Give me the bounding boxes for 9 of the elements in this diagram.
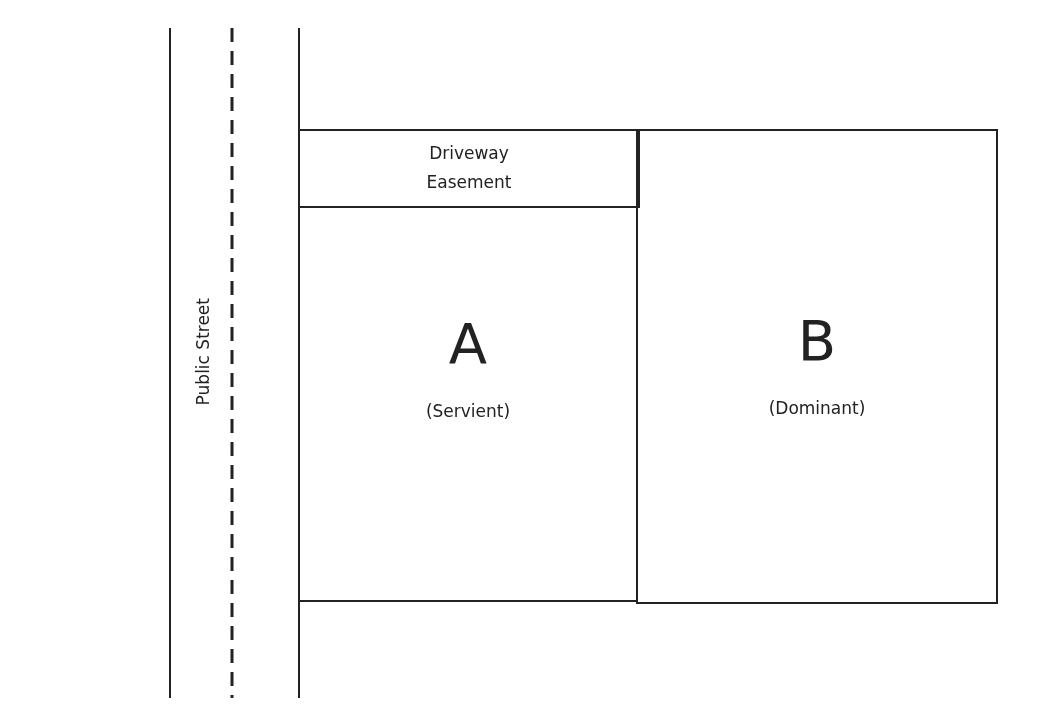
land-parcel (636, 129, 998, 604)
street-label: Public Street (193, 298, 213, 406)
parcel-letter: B (796, 311, 838, 371)
area-label: Driveway Easement (425, 142, 513, 194)
street-band (169, 28, 300, 698)
easement-strip (298, 129, 640, 208)
parcel-role-label: (Servient) (424, 401, 512, 421)
parcel-letter: A (447, 314, 489, 374)
parcel-role-label: (Dominant) (767, 398, 867, 418)
